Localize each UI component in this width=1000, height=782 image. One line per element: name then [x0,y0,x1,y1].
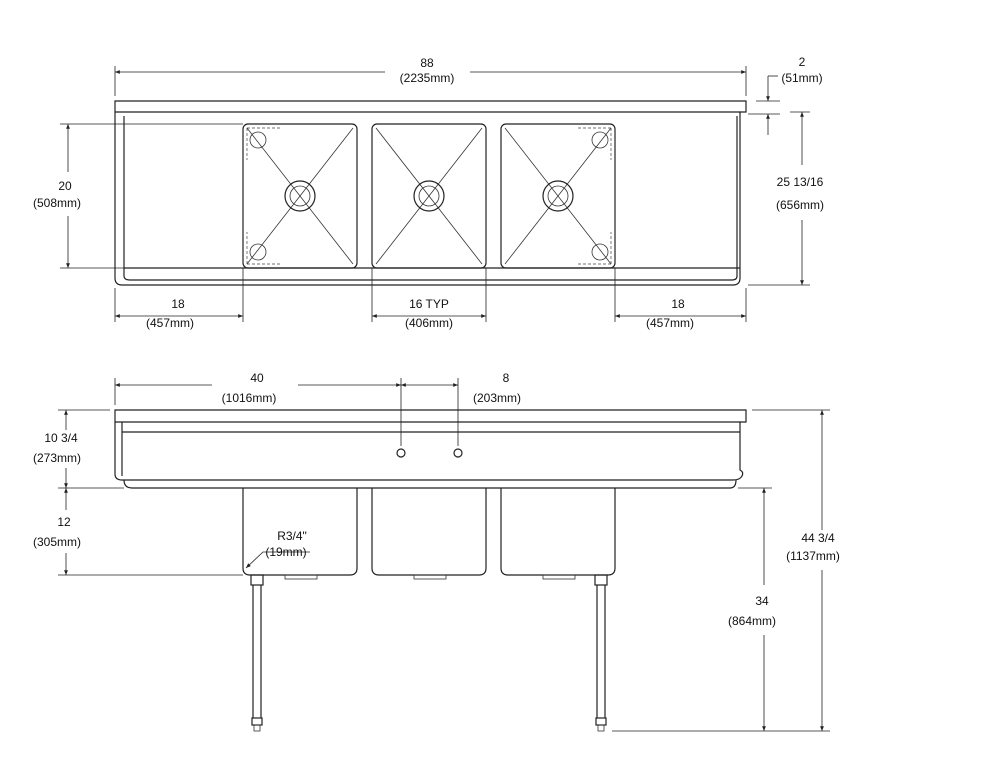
dim-working-height: 34 [755,594,769,608]
dim-bowl-front-back: 20 [58,179,72,193]
front-rim-curve [123,116,738,281]
faucet-hole-2 [453,448,463,458]
drain-outlet-3 [542,574,576,580]
dim-left-drainboard: 18 [171,297,185,311]
drain-2 [413,180,445,212]
faucet-hole-1 [396,448,406,458]
right-leg [594,574,608,732]
dim-left-drainboard-metric: (457mm) [146,316,194,330]
left-leg [250,574,264,732]
dim-bowl-width: 16 TYP [409,297,449,311]
corner-bracket [246,127,282,160]
dim-faucet-center: 40 [250,371,264,385]
dim-backsplash: 2 [799,55,806,69]
dim-faucet-spacing: 8 [503,371,510,385]
dim-bowl-depth: 12 [57,515,71,529]
sink-top-outline [114,100,747,286]
dim-working-height-metric: (864mm) [728,614,776,628]
front-view: 40 (1016mm) 8 (203mm) 10 3/4 (273mm) 12 … [33,371,840,732]
dim-overall-height: 44 3/4 [801,531,835,545]
drain-1 [284,180,316,212]
dim-faucet-center-metric: (1016mm) [222,391,277,405]
dim-faucet-spacing-metric: (203mm) [473,391,521,405]
drain-outlet-1 [284,574,318,580]
dim-overall-length-metric: (2235mm) [400,71,455,85]
bowl-2-front [371,488,487,576]
bowl-1-top [242,123,358,269]
top-view: 88 (2235mm) 2 (51mm) 25 13/16 (656mm) 20… [33,55,824,330]
dim-right-drainboard-metric: (457mm) [646,316,694,330]
dim-overall-depth-metric: (656mm) [776,198,824,212]
dim-overall-depth: 25 13/16 [777,175,824,189]
dim-overall-height-metric: (1137mm) [786,549,840,563]
dim-corner-radius: R3/4" [277,529,307,543]
dim-bowl-width-metric: (406mm) [405,316,453,330]
dim-backsplash-rise-metric: (273mm) [33,451,81,465]
dim-backsplash-rise: 10 3/4 [44,431,78,445]
bowl-3-top [500,123,616,269]
dim-corner-radius-metric: (19mm) [265,545,306,559]
dim-backsplash-metric: (51mm) [781,71,822,85]
bowl-2-top [371,123,487,269]
dim-right-drainboard: 18 [671,297,685,311]
bowl-3-front [500,488,616,576]
dim-bowl-front-back-metric: (508mm) [33,196,81,210]
drain-outlet-2 [413,574,447,580]
drain-3 [542,180,574,212]
dim-overall-length: 88 [420,56,434,70]
dim-bowl-depth-metric: (305mm) [33,535,81,549]
sink-front-outline [114,409,747,481]
